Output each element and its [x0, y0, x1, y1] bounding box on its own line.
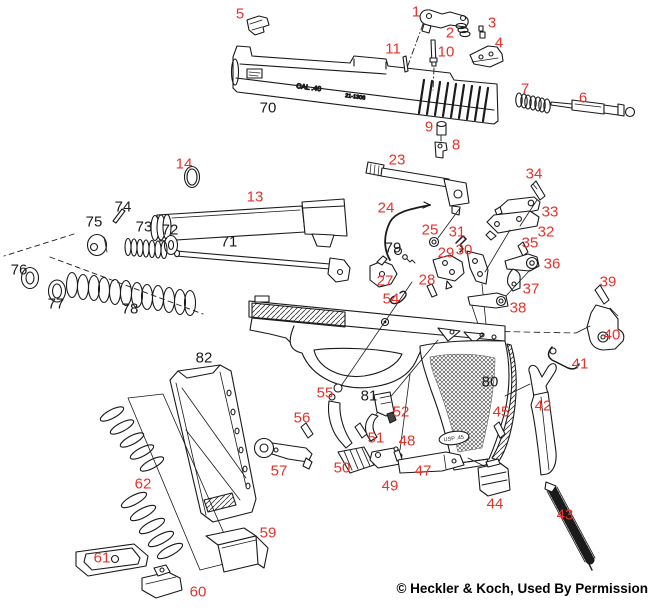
grip-marking-text: USP .45 — [443, 435, 464, 444]
part-79-detent-plunger-drawing — [393, 246, 416, 264]
part-25-nut-drawing — [428, 236, 440, 248]
part-40-hammer-drawing — [586, 304, 625, 351]
part-55-trigger-bar-drawing — [327, 383, 353, 449]
part-56-pin-drawing — [300, 422, 314, 439]
part-23-slide-stop-drawing — [365, 161, 470, 239]
part-62-magazine-springs-drawing — [99, 406, 184, 560]
part-13-barrel-drawing — [150, 198, 348, 248]
part-41-spring-wire-drawing — [547, 346, 580, 370]
copyright-notice: © Heckler & Koch, Used By Permission — [396, 581, 648, 596]
part-10-firing-pin-block-drawing — [406, 23, 438, 91]
part-82-magazine-drawing — [169, 364, 257, 523]
part-3-pin-drawing — [478, 25, 486, 39]
part-31-clip-drawing — [455, 235, 467, 253]
part-75-bushing-drawing — [86, 233, 108, 257]
part-29-sear-lever-drawing — [432, 254, 465, 290]
part-59-magazine-insert-drawing — [205, 527, 269, 573]
part-78-recoil-spring-drawing — [65, 271, 197, 317]
part-8-retainer-drawing — [434, 141, 448, 159]
part-28-pin-drawing — [426, 283, 438, 298]
part-80-frame-drawing: USP .45 — [248, 295, 517, 471]
part-4-rear-sight-drawing — [469, 45, 504, 68]
part-70-slide-drawing: CAL .40 21-1306 — [230, 45, 499, 125]
part-51-pin-drawing — [354, 422, 368, 439]
part-35-pin-drawing — [517, 241, 529, 257]
slide-code-text: 21-1306 — [345, 93, 366, 102]
frame-leader-lines — [340, 281, 531, 471]
part-38-arm-drawing — [467, 292, 509, 331]
part-27-catch-lever-drawing — [369, 255, 398, 288]
part-5-front-sight-drawing — [246, 15, 270, 36]
part-42-backstrap-lever-drawing — [528, 363, 557, 476]
part-57-takedown-lever-drawing — [253, 437, 313, 470]
part-60-follower-drawing — [141, 564, 183, 599]
part-11-pin-drawing — [402, 55, 409, 73]
part-50-serrated-button-drawing — [337, 446, 375, 474]
slide-caliber-text: CAL .40 — [296, 83, 322, 93]
part-9-detent-drawing — [436, 120, 447, 142]
part-6-firing-pin-drawing — [550, 99, 636, 118]
part-7-firing-pin-spring-drawing — [515, 92, 551, 114]
part-61-floorplate-drawing — [75, 543, 149, 577]
part-71-recoil-guide-rod-drawing — [173, 249, 351, 283]
part-47-mag-release-bar-drawing — [397, 451, 465, 474]
part-43-coil-rod-drawing — [544, 481, 596, 571]
part-72-washer-drawing — [163, 234, 179, 256]
assembly-dashed-lines-barrel — [3, 233, 204, 315]
part-14-o-ring-drawing — [183, 165, 201, 189]
part-24-spring-wire-drawing — [384, 201, 431, 261]
part-37-hook-lever-drawing — [507, 268, 521, 292]
part-32-lever-drawing — [485, 210, 540, 241]
part-52-pin-drawing — [386, 411, 397, 424]
part-39-pin-drawing — [594, 284, 610, 305]
part-76-ring-drawing — [20, 266, 40, 290]
part-44-block-drawing — [477, 458, 511, 497]
part-30-sear-housing-drawing — [466, 250, 489, 325]
part-77-ring-drawing — [47, 279, 67, 303]
part-45-pin-drawing — [493, 421, 506, 439]
part-2-spring-drawing — [455, 22, 471, 38]
part-81-trigger-drawing — [364, 391, 395, 442]
part-74-pin-drawing — [112, 208, 126, 224]
part-73-spring-drawing — [124, 237, 168, 260]
part-36-lever-drawing — [504, 253, 540, 272]
part-1-slide-end-cap-drawing — [419, 9, 469, 34]
part-34-pin-drawing — [530, 180, 546, 201]
